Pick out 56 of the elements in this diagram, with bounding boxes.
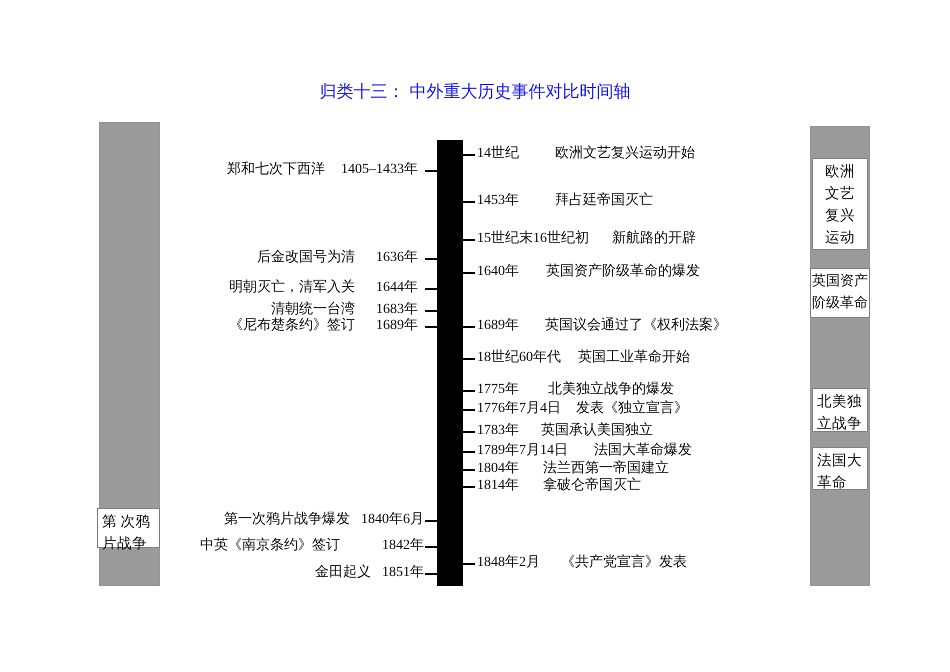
timeline-bar [437, 140, 463, 586]
box-label: 第 次鸦片战争 [102, 514, 151, 552]
event-text: 1804年 [477, 461, 519, 477]
box-label: 英国资产阶级革命 [812, 274, 868, 311]
event-text: 1405–1433年 [341, 162, 418, 178]
event-text: 金田起义 [315, 565, 371, 581]
event-text: 1848年2月 [477, 555, 540, 571]
event-text: 15世纪末16世纪初 [477, 231, 589, 247]
event-text: 郑和七次下西洋 [227, 162, 325, 178]
text-box [810, 268, 870, 318]
box-label: 法国大革命 [817, 453, 862, 491]
event-text: 第一次鸦片战争爆发 [224, 512, 350, 528]
event-text: 1689年 [376, 318, 418, 334]
text-box [812, 158, 868, 250]
event-text: 1851年 [382, 565, 424, 581]
event-text: 14世纪 [477, 146, 519, 162]
event-text: 《尼布楚条约》签订 [229, 318, 355, 334]
event-text: 1636年 [376, 250, 418, 266]
event-text: 1776年7月4日 [477, 401, 561, 417]
event-text: 18世纪60年代 [477, 350, 561, 366]
side-band [99, 122, 160, 586]
event-text: 清朝统一台湾 [271, 302, 355, 318]
event-text: 1453年 [477, 193, 519, 209]
text-box [812, 447, 868, 490]
event-text: 1689年 [477, 318, 519, 334]
event-text: 发表《独立宣言》 [576, 401, 688, 417]
event-text: 英国议会通过了《权利法案》 [545, 318, 727, 334]
event-text: 1814年 [477, 478, 519, 494]
event-text: 1683年 [376, 302, 418, 318]
event-text: 欧洲文艺复兴运动开始 [555, 146, 695, 162]
event-text: 英国工业革命开始 [578, 350, 690, 366]
box-label: 欧洲文艺复兴运动 [825, 164, 855, 246]
event-text: 1783年 [477, 423, 519, 439]
event-text: 1775年 [477, 382, 519, 398]
box-label: 北美独立战争 [817, 394, 862, 432]
event-text: 《共产党宣言》发表 [561, 555, 687, 571]
event-text: 英国承认美国独立 [541, 423, 653, 439]
event-text: 1789年7月14日 [477, 443, 568, 459]
event-text: 中英《南京条约》签订 [200, 538, 340, 554]
text-box [812, 388, 868, 432]
event-text: 北美独立战争的爆发 [548, 382, 674, 398]
event-text: 明朝灭亡，清军入关 [229, 280, 355, 296]
event-text: 1644年 [376, 280, 418, 296]
event-text: 新航路的开辟 [612, 231, 696, 247]
event-text: 英国资产阶级革命的爆发 [546, 264, 700, 280]
text-box [97, 508, 160, 548]
event-text: 1640年 [477, 264, 519, 280]
side-band [810, 126, 870, 586]
event-text: 法国大革命爆发 [594, 443, 692, 459]
event-text: 拜占廷帝国灭亡 [555, 193, 653, 209]
event-text: 拿破仑帝国灭亡 [543, 478, 641, 494]
event-text: 1840年6月 [361, 512, 424, 528]
event-text: 法兰西第一帝国建立 [543, 461, 669, 477]
event-text: 后金改国号为清 [257, 250, 355, 266]
event-text: 1842年 [382, 538, 424, 554]
title: 归类十三： 中外重大历史事件对比时间轴 [318, 81, 632, 103]
